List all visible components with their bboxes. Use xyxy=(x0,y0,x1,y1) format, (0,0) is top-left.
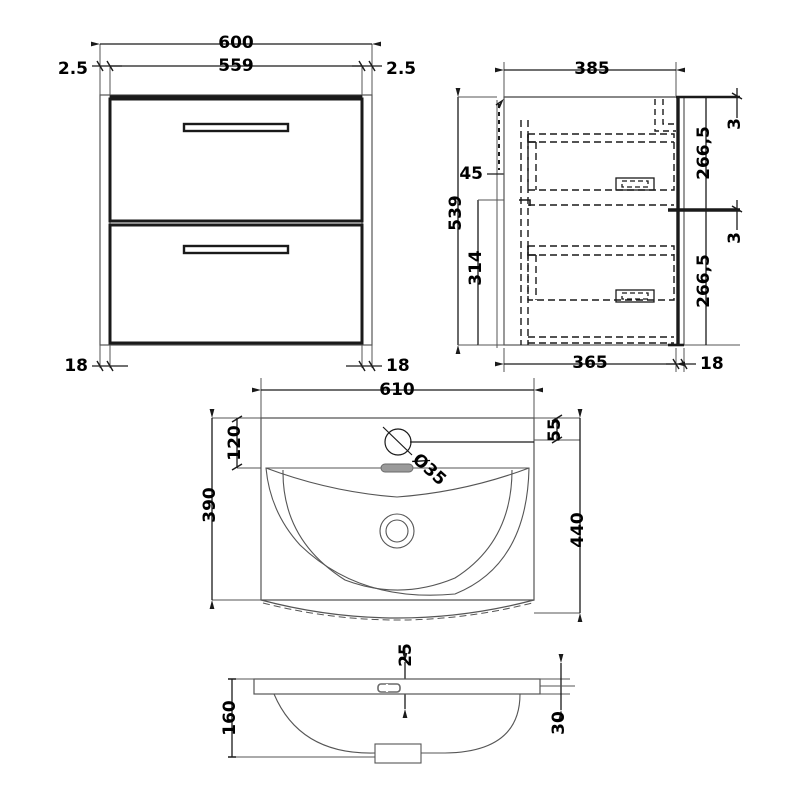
dim-label-266p5-lower: 266,5 xyxy=(694,254,714,308)
dim-label-365: 365 xyxy=(572,353,608,373)
basin-section-view xyxy=(228,646,575,764)
dim-label-3-top: 3 xyxy=(725,118,745,130)
side-view xyxy=(455,62,743,372)
dim-label-25: 25 xyxy=(396,643,416,667)
dim-label-314: 314 xyxy=(466,250,486,286)
front-dim-2p5-right-line xyxy=(352,60,382,72)
dim-label-45: 45 xyxy=(459,164,483,184)
dim-label-390: 390 xyxy=(200,487,220,523)
side-runner-lower xyxy=(615,289,655,303)
front-handle-lower xyxy=(182,244,290,255)
basin-tap-hole xyxy=(382,426,534,456)
basin-overflow-slot xyxy=(380,463,414,473)
dim-label-18-right: 18 xyxy=(386,356,410,376)
front-view xyxy=(91,41,382,372)
basin-dim-160-line xyxy=(228,678,236,758)
basin-bowl-inner xyxy=(282,469,513,591)
basin-bowl-rim xyxy=(265,467,530,498)
dim-label-30: 30 xyxy=(549,711,569,735)
dim-label-600: 600 xyxy=(218,33,254,53)
front-dim-18-left-line xyxy=(92,360,128,372)
basin-plan-view xyxy=(209,378,583,622)
dim-label-610: 610 xyxy=(379,380,415,400)
dim-label-18-side: 18 xyxy=(700,354,724,374)
dim-label-2p5-right: 2.5 xyxy=(386,59,416,79)
basin-dim-55-line xyxy=(551,414,563,444)
dim-label-385: 385 xyxy=(574,59,610,79)
front-drawer-lower xyxy=(108,223,364,345)
dim-label-120: 120 xyxy=(225,425,245,461)
dim-label-2p5-left: 2.5 xyxy=(58,59,88,79)
basin-dim-120-line xyxy=(231,415,243,471)
dim-label-559: 559 xyxy=(218,56,254,76)
dim-label-55: 55 xyxy=(545,418,565,442)
dim-label-440: 440 xyxy=(568,512,588,548)
side-drawer-box-lower xyxy=(527,245,675,344)
front-dim-2p5-left-line xyxy=(92,60,122,72)
side-dim-3-mid-line xyxy=(731,200,743,230)
dim-label-266p5-upper: 266,5 xyxy=(694,126,714,180)
basin-section-overflow xyxy=(377,683,401,693)
dim-label-18-left: 18 xyxy=(64,356,88,376)
basin-front-edge xyxy=(260,599,535,619)
front-dim-18-right-line xyxy=(346,360,382,372)
dim-label-539: 539 xyxy=(446,195,466,231)
dim-label-160: 160 xyxy=(220,700,240,736)
basin-waste-outlet xyxy=(379,513,415,549)
side-dim-18-line xyxy=(666,358,696,370)
front-handle-upper xyxy=(182,122,290,133)
side-runner-upper xyxy=(615,177,655,191)
front-drawer-upper xyxy=(108,97,364,223)
side-top-bracket xyxy=(654,99,676,132)
side-dim-3-top-line xyxy=(731,88,743,118)
basin-front-edge-hidden xyxy=(262,602,533,621)
dim-label-3-mid: 3 xyxy=(725,232,745,244)
side-drawer-box-upper xyxy=(527,133,675,191)
basin-section-waste xyxy=(374,743,422,764)
basin-bowl-outline xyxy=(265,467,530,596)
side-carcass-outline xyxy=(503,96,685,346)
